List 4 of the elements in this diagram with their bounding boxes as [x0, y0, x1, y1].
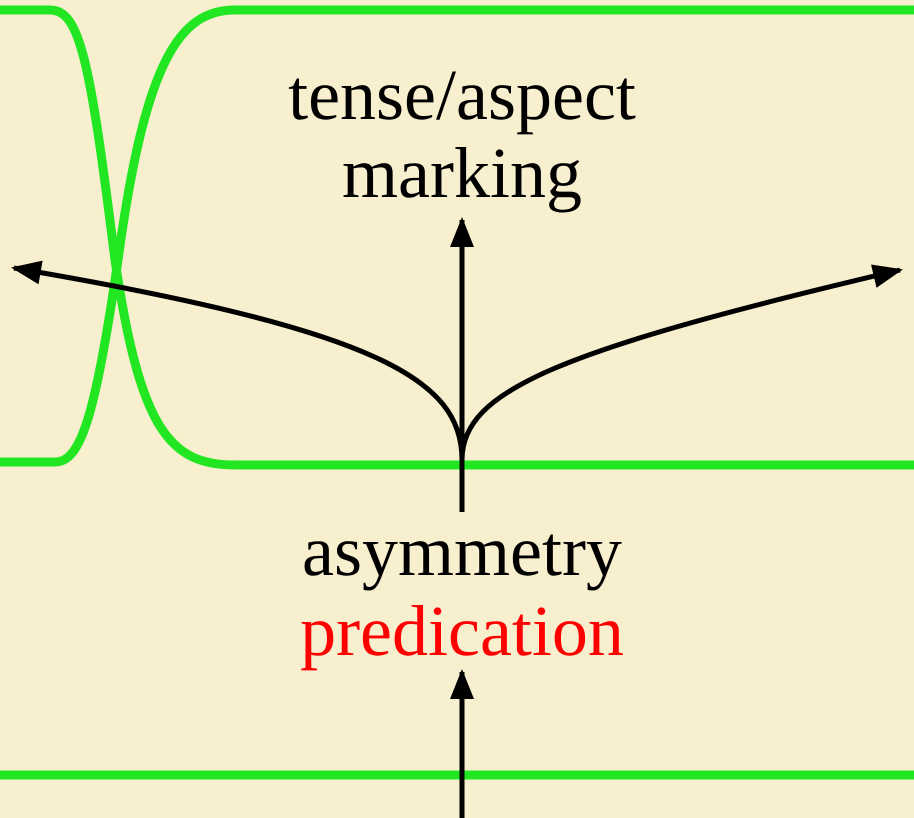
node-label: asymmetry: [302, 512, 622, 590]
node-label: predication: [300, 592, 624, 670]
node-label: tense/aspect marking: [287, 56, 637, 212]
arrow: [450, 669, 474, 818]
